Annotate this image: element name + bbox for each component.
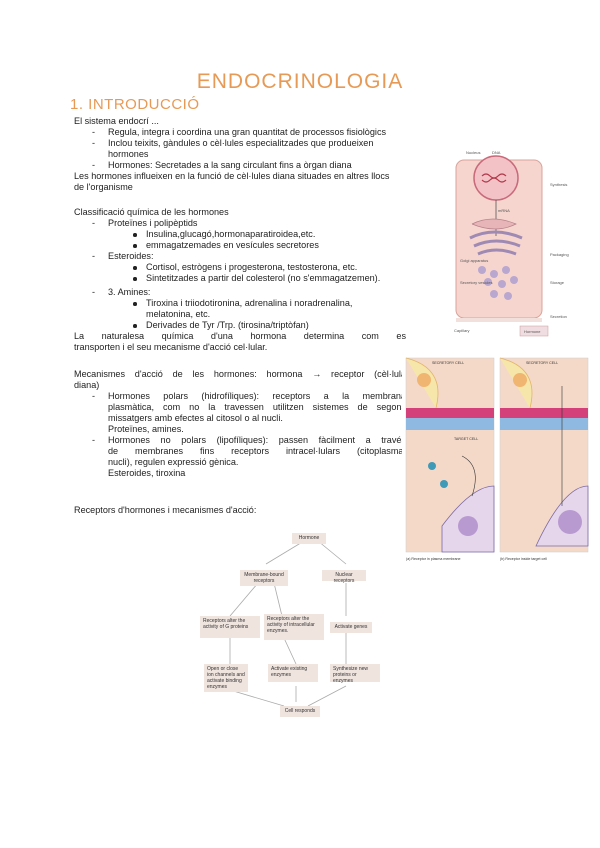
bullet-dot (133, 233, 137, 237)
label-secretory: Secretory vesicles (460, 280, 492, 285)
steroids-item-1: Cortisol, estrògens i progesterona, test… (146, 262, 358, 272)
label-storage: Storage (550, 280, 565, 285)
bullet-dot (133, 266, 137, 270)
nature-line-2: transporten i el seu mecanisme d'acció c… (74, 342, 268, 352)
flow-synthesize: Synthesize new proteins or enzymes (330, 664, 380, 684)
label-capillary: Capillary (454, 328, 470, 333)
label-nucleus: Nucleus (466, 150, 480, 155)
label-hormone: Hormone (524, 329, 541, 334)
label-target: TARGET CELL (454, 437, 478, 441)
bullet-dot (133, 302, 137, 306)
dash: - (92, 138, 96, 148)
flow-alter-gproteins: Receptors alter the activity of G protei… (200, 616, 260, 638)
steroids-item-2: Sintetitzades a partir del colesterol (n… (146, 273, 381, 283)
intro-bullet-1: Regula, integra i coordina una gran quan… (108, 127, 387, 137)
label-secretory-left: SECRETORY CELL (432, 361, 464, 365)
amines-item-1-cont: melatonina, etc. (146, 309, 211, 319)
label-golgi: Golgi apparatus (460, 258, 488, 263)
class-proteins: Proteïnes i polipèptids (108, 218, 198, 228)
polar-line-2: plasmàtica, com no la travessen utilitze… (108, 402, 406, 412)
label-synthesis: Synthesis (550, 182, 567, 187)
bullet-dot (133, 324, 137, 328)
flow-activate-existing: Activate existing enzymes (268, 664, 318, 682)
receptor-mechanism-figure: SECRETORY CELL SECRETORY CELL TARGET CEL… (402, 356, 592, 564)
polar-line-1: Hormones polars (hidrofíliques): recepto… (108, 391, 406, 401)
class-amines: 3. Amines: (108, 287, 151, 297)
classification-heading: Classificació química de les hormones (74, 207, 229, 217)
amines-item-1: Tiroxina i triiodotironina, adrenalina i… (146, 298, 353, 308)
polar-line-3: missatgers amb efectes al citosol o al n… (108, 413, 283, 423)
polar-line-4: Proteïnes, amines. (108, 424, 184, 434)
flow-alter-intracellular: Receptors alter the activity of intracel… (264, 614, 324, 640)
nonpolar-line-1: Hormones no polars (lipofíliques): passe… (108, 435, 406, 445)
caption-left: (a) Receptor in plasma membrane (406, 557, 461, 561)
document-title: ENDOCRINOLOGIA (196, 70, 404, 93)
nonpolar-line-4: Esteroides, tiroxina (108, 468, 186, 478)
dash: - (92, 218, 96, 228)
receptors-heading: Receptors d'hormones i mecanismes d'acci… (74, 505, 257, 515)
class-steroids: Esteroides: (108, 251, 154, 261)
flow-nuclear-receptors: Nuclear receptors (322, 570, 366, 584)
nonpolar-line-3: nucli), regulen expressió gènica. (108, 457, 239, 467)
mechanisms-heading-1: Mecanismes d'acció de les hormones: horm… (74, 369, 406, 379)
dash: - (92, 251, 96, 261)
flowchart-arrows (229, 540, 347, 707)
nonpolar-line-2: de membranes fins receptors intracel·lul… (108, 446, 406, 456)
caption-right: (b) Receptor inside target cell (500, 557, 547, 561)
intro-para-1: Les hormones influeixen en la funció de … (74, 171, 390, 181)
label-secretory-right: SECRETORY CELL (526, 361, 558, 365)
intro-bullet-2: Inclou teixits, gàndules o cèl·lules esp… (108, 138, 374, 148)
nature-line-1: La naturalesa química d'una hormona dete… (74, 331, 406, 341)
intro-para-2: de l'organisme (74, 182, 133, 192)
label-packaging: Packaging (550, 252, 569, 257)
dash: - (92, 127, 96, 137)
amines-item-2: Derivades de Tyr /Trp. (tirosina/triptòf… (146, 320, 309, 330)
dash: - (92, 160, 96, 170)
dash: - (92, 435, 96, 445)
dash: - (92, 391, 96, 401)
flow-activate-genes: Activate genes (330, 622, 372, 633)
section-heading: 1. INTRODUCCIÓ (70, 96, 200, 113)
bullet-dot (133, 277, 137, 281)
mechanisms-heading-2: diana) (74, 380, 100, 390)
intro-lead: El sistema endocrí ... (74, 116, 159, 126)
intro-bullet-2-cont: hormones (108, 149, 149, 159)
dash: - (92, 287, 96, 297)
proteins-item-1: Insulina,glucagó,hormonaparatiroidea,etc… (146, 229, 316, 239)
label-mrna: mRNA (498, 208, 510, 213)
proteins-item-2: emmagatzemades en vesícules secretores (146, 240, 319, 250)
label-secretion: Secretion (550, 314, 567, 319)
secretory-cell-figure: Nucleus DNA mRNA Synthesis Packaging Sto… (452, 146, 582, 342)
flow-membrane-receptors: Membrane-bound receptors (240, 570, 288, 586)
flow-open-close: Open or close ion channels and activate … (204, 664, 248, 692)
bullet-dot (133, 244, 137, 248)
label-dna: DNA (492, 150, 501, 155)
flow-hormone: Hormone (292, 533, 326, 544)
flow-cell-responds: Cell responds (280, 706, 320, 717)
intro-bullet-3: Hormones: Secretades a la sang circulant… (108, 160, 352, 170)
